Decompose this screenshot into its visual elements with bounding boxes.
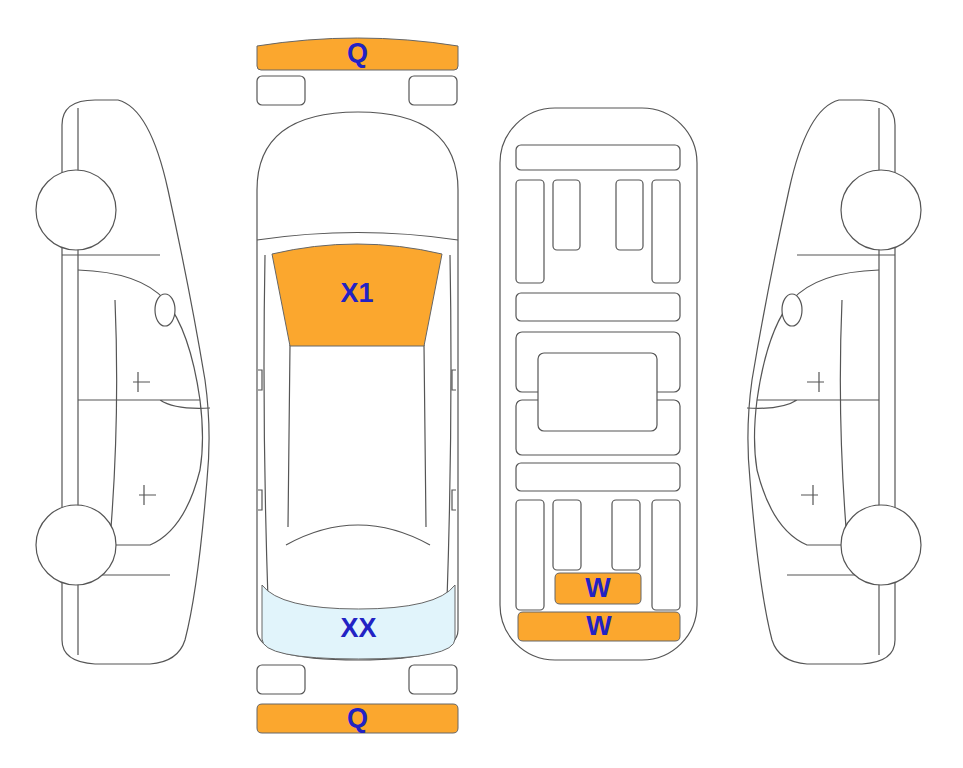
underbody — [500, 108, 697, 660]
side-view-car — [36, 100, 210, 664]
car-detail — [258, 370, 456, 510]
windshield: X1 — [272, 240, 442, 346]
damage-area — [257, 704, 458, 733]
damage-code: Q — [347, 40, 368, 67]
side-view-car — [747, 100, 921, 664]
damage-code: XX — [340, 615, 376, 642]
underbody-part — [538, 353, 657, 431]
underbody-panel: W — [555, 573, 641, 604]
mirror — [155, 294, 175, 326]
damage-area — [518, 612, 680, 641]
underbody-part — [516, 293, 680, 321]
underbody-part — [516, 500, 544, 610]
damage-code: X1 — [340, 280, 373, 307]
damage-area — [257, 38, 458, 70]
underbody-part — [652, 180, 680, 283]
underbody-part — [553, 180, 580, 250]
underbody-part — [612, 500, 640, 570]
front-bumper: Q — [257, 36, 458, 70]
top-view-car — [257, 76, 458, 694]
damage-code: W — [585, 575, 610, 602]
underbody-part — [616, 180, 643, 250]
door-line — [78, 300, 210, 540]
underbody-part — [516, 145, 680, 170]
mirror-box — [409, 665, 457, 694]
door-handle — [133, 372, 156, 505]
underbody-part — [516, 463, 680, 491]
damage-code: W — [586, 613, 611, 640]
car-body — [257, 112, 458, 660]
mirror-box — [257, 76, 305, 105]
mirror-box — [409, 76, 457, 105]
underbody-part — [652, 500, 680, 610]
rear-underbody-panel: W — [518, 612, 680, 641]
wheel — [36, 170, 116, 250]
damage-area — [272, 244, 442, 346]
mirror-box — [257, 665, 305, 694]
damage-code: Q — [347, 705, 368, 732]
car-line — [257, 233, 458, 601]
underbody-part — [516, 180, 544, 283]
damage-area — [555, 573, 641, 604]
underbody-part — [553, 500, 581, 570]
wheel — [36, 505, 116, 585]
rear-bumper: Q — [257, 704, 458, 733]
damage-area — [262, 585, 455, 659]
underside-view — [500, 108, 697, 660]
rear-window: XX — [262, 583, 455, 659]
